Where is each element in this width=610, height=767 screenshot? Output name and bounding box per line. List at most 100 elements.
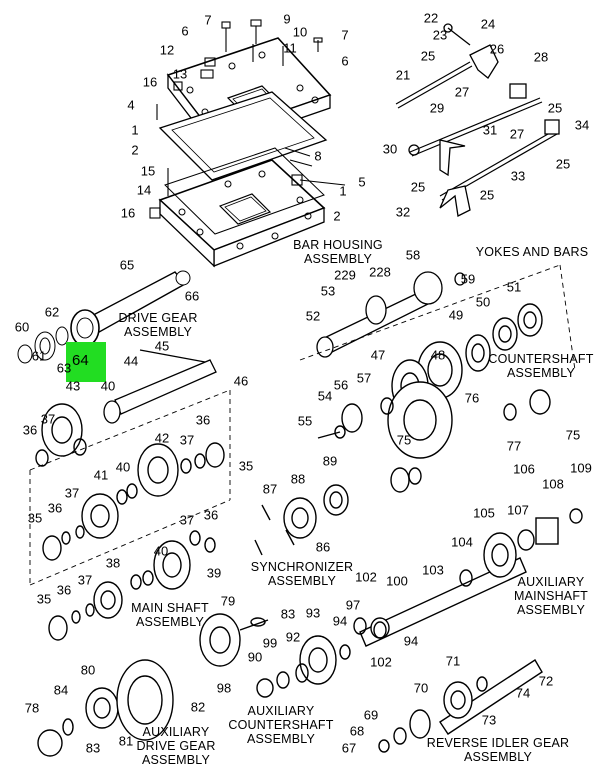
- callout-27: 27: [509, 126, 525, 142]
- callout-54: 54: [317, 388, 333, 404]
- callout-7: 7: [204, 12, 212, 28]
- main-shaft: [103, 349, 217, 424]
- callout-65: 65: [119, 257, 135, 273]
- callout-228: 228: [369, 264, 391, 280]
- callout-52: 52: [305, 308, 321, 324]
- callout-105: 105: [473, 505, 495, 521]
- callout-56: 56: [333, 377, 349, 393]
- callout-1: 1: [339, 183, 347, 199]
- callout-86: 86: [315, 539, 331, 555]
- callout-35: 35: [36, 591, 52, 607]
- callout-48: 48: [430, 347, 446, 363]
- callout-92: 92: [285, 629, 301, 645]
- callout-2: 2: [131, 142, 139, 158]
- callout-229: 229: [334, 267, 356, 283]
- callout-57: 57: [356, 370, 372, 386]
- callout-84: 84: [53, 682, 69, 698]
- callout-16: 16: [142, 74, 158, 90]
- callout-41: 41: [93, 467, 109, 483]
- callout-94: 94: [332, 613, 348, 629]
- auxiliary-shaft-parts: [317, 381, 551, 639]
- callout-25: 25: [555, 156, 571, 172]
- callout-31: 31: [482, 122, 498, 138]
- callout-10: 10: [292, 24, 308, 40]
- cover-bolts: [149, 19, 346, 219]
- callout-36: 36: [195, 412, 211, 428]
- auxiliary-drive-gear: [37, 613, 269, 757]
- callout-25: 25: [410, 179, 426, 195]
- callout-38: 38: [105, 555, 121, 571]
- callout-40: 40: [153, 543, 169, 559]
- callout-70: 70: [413, 680, 429, 696]
- callout-75: 75: [565, 427, 581, 443]
- bar-housing-assembly: [316, 271, 466, 358]
- callout-82: 82: [190, 699, 206, 715]
- callout-102: 102: [355, 569, 377, 585]
- callout-50: 50: [475, 294, 491, 310]
- callout-46: 46: [233, 373, 249, 389]
- callout-45: 45: [154, 338, 170, 354]
- callout-68: 68: [349, 723, 365, 739]
- callout-26: 26: [489, 41, 505, 57]
- top-gasket-upper: [158, 91, 328, 181]
- callout-74: 74: [515, 685, 531, 701]
- callout-6: 6: [181, 23, 189, 39]
- callout-14: 14: [136, 182, 152, 198]
- callout-36: 36: [56, 582, 72, 598]
- callout-66: 66: [184, 288, 200, 304]
- callout-36: 36: [47, 500, 63, 516]
- callout-5: 5: [358, 174, 366, 190]
- callout-59: 59: [460, 271, 476, 287]
- callout-81: 81: [118, 733, 134, 749]
- drive-gear-assembly: [17, 270, 191, 364]
- callout-22: 22: [423, 10, 439, 26]
- callout-37: 37: [64, 485, 80, 501]
- callout-40: 40: [115, 459, 131, 475]
- callout-67: 67: [341, 740, 357, 756]
- callout-53: 53: [320, 283, 336, 299]
- callout-76: 76: [464, 390, 480, 406]
- callout-13: 13: [172, 66, 188, 82]
- auxiliary-mainshaft: [359, 508, 583, 647]
- callout-98: 98: [216, 680, 232, 696]
- callout-9: 9: [283, 11, 291, 27]
- callout-32: 32: [395, 204, 411, 220]
- callout-7: 7: [341, 27, 349, 43]
- shift-bars: [395, 61, 558, 201]
- callout-12: 12: [159, 42, 175, 58]
- highlighted-part-64[interactable]: 64: [66, 342, 106, 382]
- callout-104: 104: [451, 534, 473, 550]
- top-gasket-lower: [164, 147, 325, 235]
- callout-99: 99: [262, 635, 278, 651]
- callout-55: 55: [297, 413, 313, 429]
- callout-43: 43: [65, 378, 81, 394]
- callout-1: 1: [131, 122, 139, 138]
- callout-100: 100: [386, 573, 408, 589]
- callout-103: 103: [422, 562, 444, 578]
- callout-108: 108: [542, 476, 564, 492]
- callout-49: 49: [448, 307, 464, 323]
- callout-30: 30: [382, 141, 398, 157]
- callout-23: 23: [432, 27, 448, 43]
- callout-90: 90: [247, 649, 263, 665]
- callout-29: 29: [429, 100, 445, 116]
- callout-24: 24: [480, 16, 496, 32]
- callout-102: 102: [370, 654, 392, 670]
- highlight-part-number: 64: [72, 352, 89, 369]
- callout-40: 40: [100, 378, 116, 394]
- callout-8: 8: [314, 148, 322, 164]
- callout-109: 109: [570, 460, 592, 476]
- callout-63: 63: [56, 360, 72, 376]
- assembly-label-yokes-bars: YOKES AND BARS: [475, 245, 589, 259]
- callout-94: 94: [403, 633, 419, 649]
- callout-88: 88: [290, 471, 306, 487]
- callout-75: 75: [396, 432, 412, 448]
- callout-97: 97: [345, 597, 361, 613]
- callout-51: 51: [506, 279, 522, 295]
- reverse-idler: [378, 659, 543, 753]
- callout-62: 62: [44, 304, 60, 320]
